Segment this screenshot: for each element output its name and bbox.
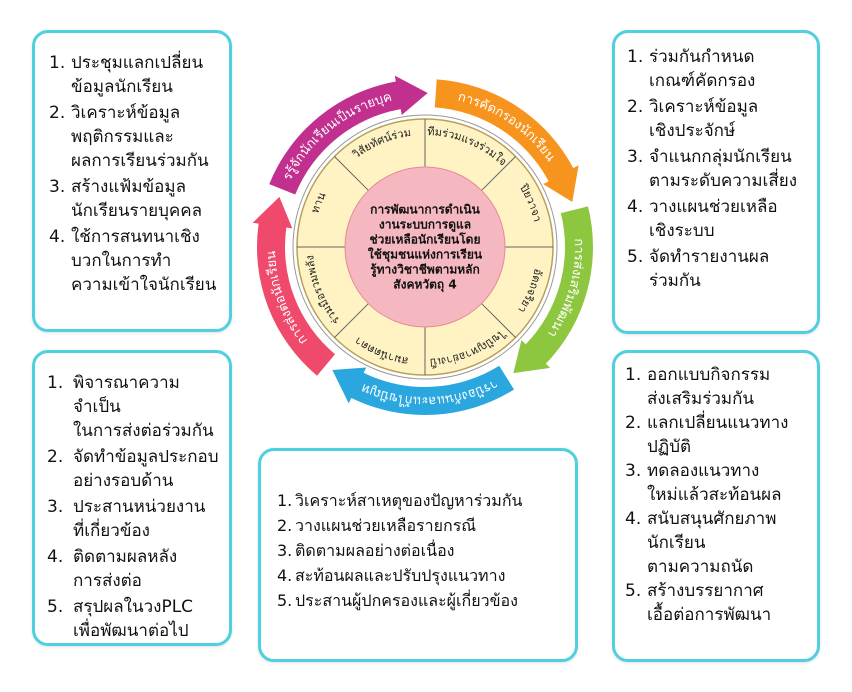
list-item: 2.วิเคราะห์ข้อมูล พฤติกรรมและ ผลการเรียน… xyxy=(49,101,219,173)
item-text: ใช้การสนทนาเชิง บวกในการทำ ความเข้าใจนัก… xyxy=(71,227,217,295)
list-item: 5.ประสานผู้ปกครองและผู้เกี่ยวข้อง xyxy=(277,589,567,613)
item-number: 4. xyxy=(625,509,642,529)
prevention-box: 1.วิเคราะห์สาเหตุของปัญหาร่วมกัน 2.วางแผ… xyxy=(258,448,578,662)
item-number: 2. xyxy=(47,447,64,467)
item-number: 3. xyxy=(49,177,66,197)
item-number: 3. xyxy=(625,461,642,481)
wheel-divider xyxy=(481,156,516,191)
list-item: 1.ออกแบบกิจกรรม ส่งเสริมร่วมกัน xyxy=(625,363,811,411)
item-text: ออกแบบกิจกรรม ส่งเสริมร่วมกัน xyxy=(647,365,771,409)
list-item: 2.วางแผนช่วยเหลือรายกรณี xyxy=(277,514,567,538)
item-number: 5. xyxy=(277,591,293,610)
list-item: 2. จัดทำข้อมูลประกอบ อย่างรอบด้าน xyxy=(47,445,221,493)
center-title-line: ใช้ชุมชนแห่งการเรียน xyxy=(368,247,483,263)
item-text: วิเคราะห์ข้อมูล พฤติกรรมและ ผลการเรียนร่… xyxy=(71,103,209,171)
item-text: วิเคราะห์ข้อมูล เชิงประจักษ์ xyxy=(649,97,759,141)
item-number: 2. xyxy=(49,103,66,123)
item-text: จัดทำรายงานผล ร่วมกัน xyxy=(649,247,770,291)
item-number: 2. xyxy=(625,413,642,433)
list-item: 5.จัดทำรายงานผล ร่วมกัน xyxy=(627,245,809,293)
center-title-line: รู้ทางวิชาชีพตามหลัก xyxy=(370,263,480,278)
item-number: 5. xyxy=(627,247,644,267)
item-text: ประสานผู้ปกครองและผู้เกี่ยวข้อง xyxy=(295,591,518,610)
item-text: วางแผนช่วยเหลือรายกรณี xyxy=(295,516,477,535)
list-item: 3.สร้างแฟ้มข้อมูล นักเรียนรายบุคคล xyxy=(49,175,219,223)
item-text: ประสานหน่วยงาน ที่เกี่ยวข้อง xyxy=(73,497,206,541)
list-item: 1.ประชุมแลกเปลี่ยน ข้อมูลนักเรียน xyxy=(49,51,219,99)
list-item: 3. ประสานหน่วยงาน ที่เกี่ยวข้อง xyxy=(47,495,221,543)
item-number: 5. xyxy=(47,597,64,617)
list-item: 2.แลกเปลี่ยนแนวทาง ปฏิบัติ xyxy=(625,411,811,459)
item-number: 4. xyxy=(49,227,66,247)
list-item: 4.สะท้อนผลและปรับปรุงแนวทาง xyxy=(277,564,567,588)
know-students-box: 1.ประชุมแลกเปลี่ยน ข้อมูลนักเรียน 2.วิเค… xyxy=(32,30,232,332)
wheel-divider xyxy=(481,303,516,338)
list-item: 5.สร้างบรรยากาศ เอื้อต่อการพัฒนา xyxy=(625,579,811,627)
list-item: 3.ติดตามผลอย่างต่อเนื่อง xyxy=(277,539,567,563)
center-circle xyxy=(344,166,506,328)
promotion-box: 1.ออกแบบกิจกรรม ส่งเสริมร่วมกัน 2.แลกเปล… xyxy=(612,350,820,662)
process-arrow xyxy=(269,75,428,195)
center-title-line: งานระบบการดูแล xyxy=(379,218,471,233)
item-text: วิเคราะห์สาเหตุของปัญหาร่วมกัน xyxy=(295,491,523,510)
list-item: 4.ใช้การสนทนาเชิง บวกในการทำ ความเข้าใจน… xyxy=(49,225,219,297)
process-arrow xyxy=(252,196,336,376)
item-number: 4. xyxy=(277,566,293,585)
list-item: 3.จำแนกกลุ่มนักเรียน ตามระดับความเสี่ยง xyxy=(627,145,809,193)
item-number: 4. xyxy=(627,197,644,217)
list-item: 4. ติดตามผลหลัง การส่งต่อ xyxy=(47,545,221,593)
list-item: 1.ร่วมกันกำหนด เกณฑ์คัดกรอง xyxy=(627,45,809,93)
process-arrow xyxy=(434,79,579,202)
item-number: 5. xyxy=(625,581,642,601)
item-text: สร้างบรรยากาศ เอื้อต่อการพัฒนา xyxy=(647,581,772,625)
item-number: 1. xyxy=(627,47,644,67)
item-number: 3. xyxy=(277,541,293,560)
item-text: จัดทำข้อมูลประกอบ อย่างรอบด้าน xyxy=(73,447,219,491)
center-hub: การพัฒนาการดำเนินงานระบบการดูแลช่วยเหลือ… xyxy=(344,166,506,328)
list-item: 2.วิเคราะห์ข้อมูล เชิงประจักษ์ xyxy=(627,95,809,143)
wheel-divider xyxy=(334,156,369,191)
screening-box: 1.ร่วมกันกำหนด เกณฑ์คัดกรอง 2.วิเคราะห์ข… xyxy=(612,30,820,334)
center-title-line: การพัฒนาการดำเนิน xyxy=(370,203,480,217)
item-text: ทดลองแนวทาง ใหม่แล้วสะท้อนผล xyxy=(647,461,782,505)
item-number: 1. xyxy=(277,491,293,510)
item-text: สะท้อนผลและปรับปรุงแนวทาง xyxy=(295,566,506,585)
item-number: 2. xyxy=(627,97,644,117)
item-text: จำแนกกลุ่มนักเรียน ตามระดับความเสี่ยง xyxy=(649,147,798,191)
item-number: 1. xyxy=(49,53,66,73)
item-number: 4. xyxy=(47,547,64,567)
list-item: 4.วางแผนช่วยเหลือ เชิงระบบ xyxy=(627,195,809,243)
item-text: สรุปผลในวงPLC เพื่อพัฒนาต่อไป xyxy=(73,597,194,641)
list-item: 4.สนับสนุนศักยภาพ นักเรียน ตามความถนัด xyxy=(625,507,811,579)
list-item: 1.วิเคราะห์สาเหตุของปัญหาร่วมกัน xyxy=(277,489,567,513)
item-text: ติดตามผลอย่างต่อเนื่อง xyxy=(295,541,455,560)
item-text: ร่วมกันกำหนด เกณฑ์คัดกรอง xyxy=(649,47,756,91)
list-item: 3.ทดลองแนวทาง ใหม่แล้วสะท้อนผล xyxy=(625,459,811,507)
item-number: 2. xyxy=(277,516,293,535)
item-text: ติดตามผลหลัง การส่งต่อ xyxy=(73,547,178,591)
item-number: 1. xyxy=(47,373,64,393)
center-title-line: สังคหวัตถุ 4 xyxy=(393,278,456,293)
item-number: 1. xyxy=(625,365,642,385)
item-text: ประชุมแลกเปลี่ยน ข้อมูลนักเรียน xyxy=(71,53,204,97)
wheel-divider xyxy=(334,303,369,338)
item-text: สนับสนุนศักยภาพ นักเรียน ตามความถนัด xyxy=(647,509,777,577)
item-text: สร้างแฟ้มข้อมูล นักเรียนรายบุคคล xyxy=(71,177,203,221)
process-arrow xyxy=(513,206,593,374)
list-item: 5. สรุปผลในวงPLC เพื่อพัฒนาต่อไป xyxy=(47,595,221,643)
item-text: พิจารณาความจำเป็น ในการส่งต่อร่วมกัน xyxy=(73,373,214,441)
list-item: 1. พิจารณาความจำเป็น ในการส่งต่อร่วมกัน xyxy=(47,371,221,443)
referral-box: 1. พิจารณาความจำเป็น ในการส่งต่อร่วมกัน 2… xyxy=(32,350,232,646)
process-arrow xyxy=(332,365,515,415)
cycle-diagram: การคัดกรองนักเรียนการส่งเสริมพัฒนาการป้อ… xyxy=(250,72,593,415)
item-number: 3. xyxy=(627,147,644,167)
center-title-line: ช่วยเหลือนักเรียนโดย xyxy=(369,232,480,247)
item-text: แลกเปลี่ยนแนวทาง ปฏิบัติ xyxy=(647,413,789,457)
item-text: วางแผนช่วยเหลือ เชิงระบบ xyxy=(649,197,778,241)
item-number: 3. xyxy=(47,497,64,517)
